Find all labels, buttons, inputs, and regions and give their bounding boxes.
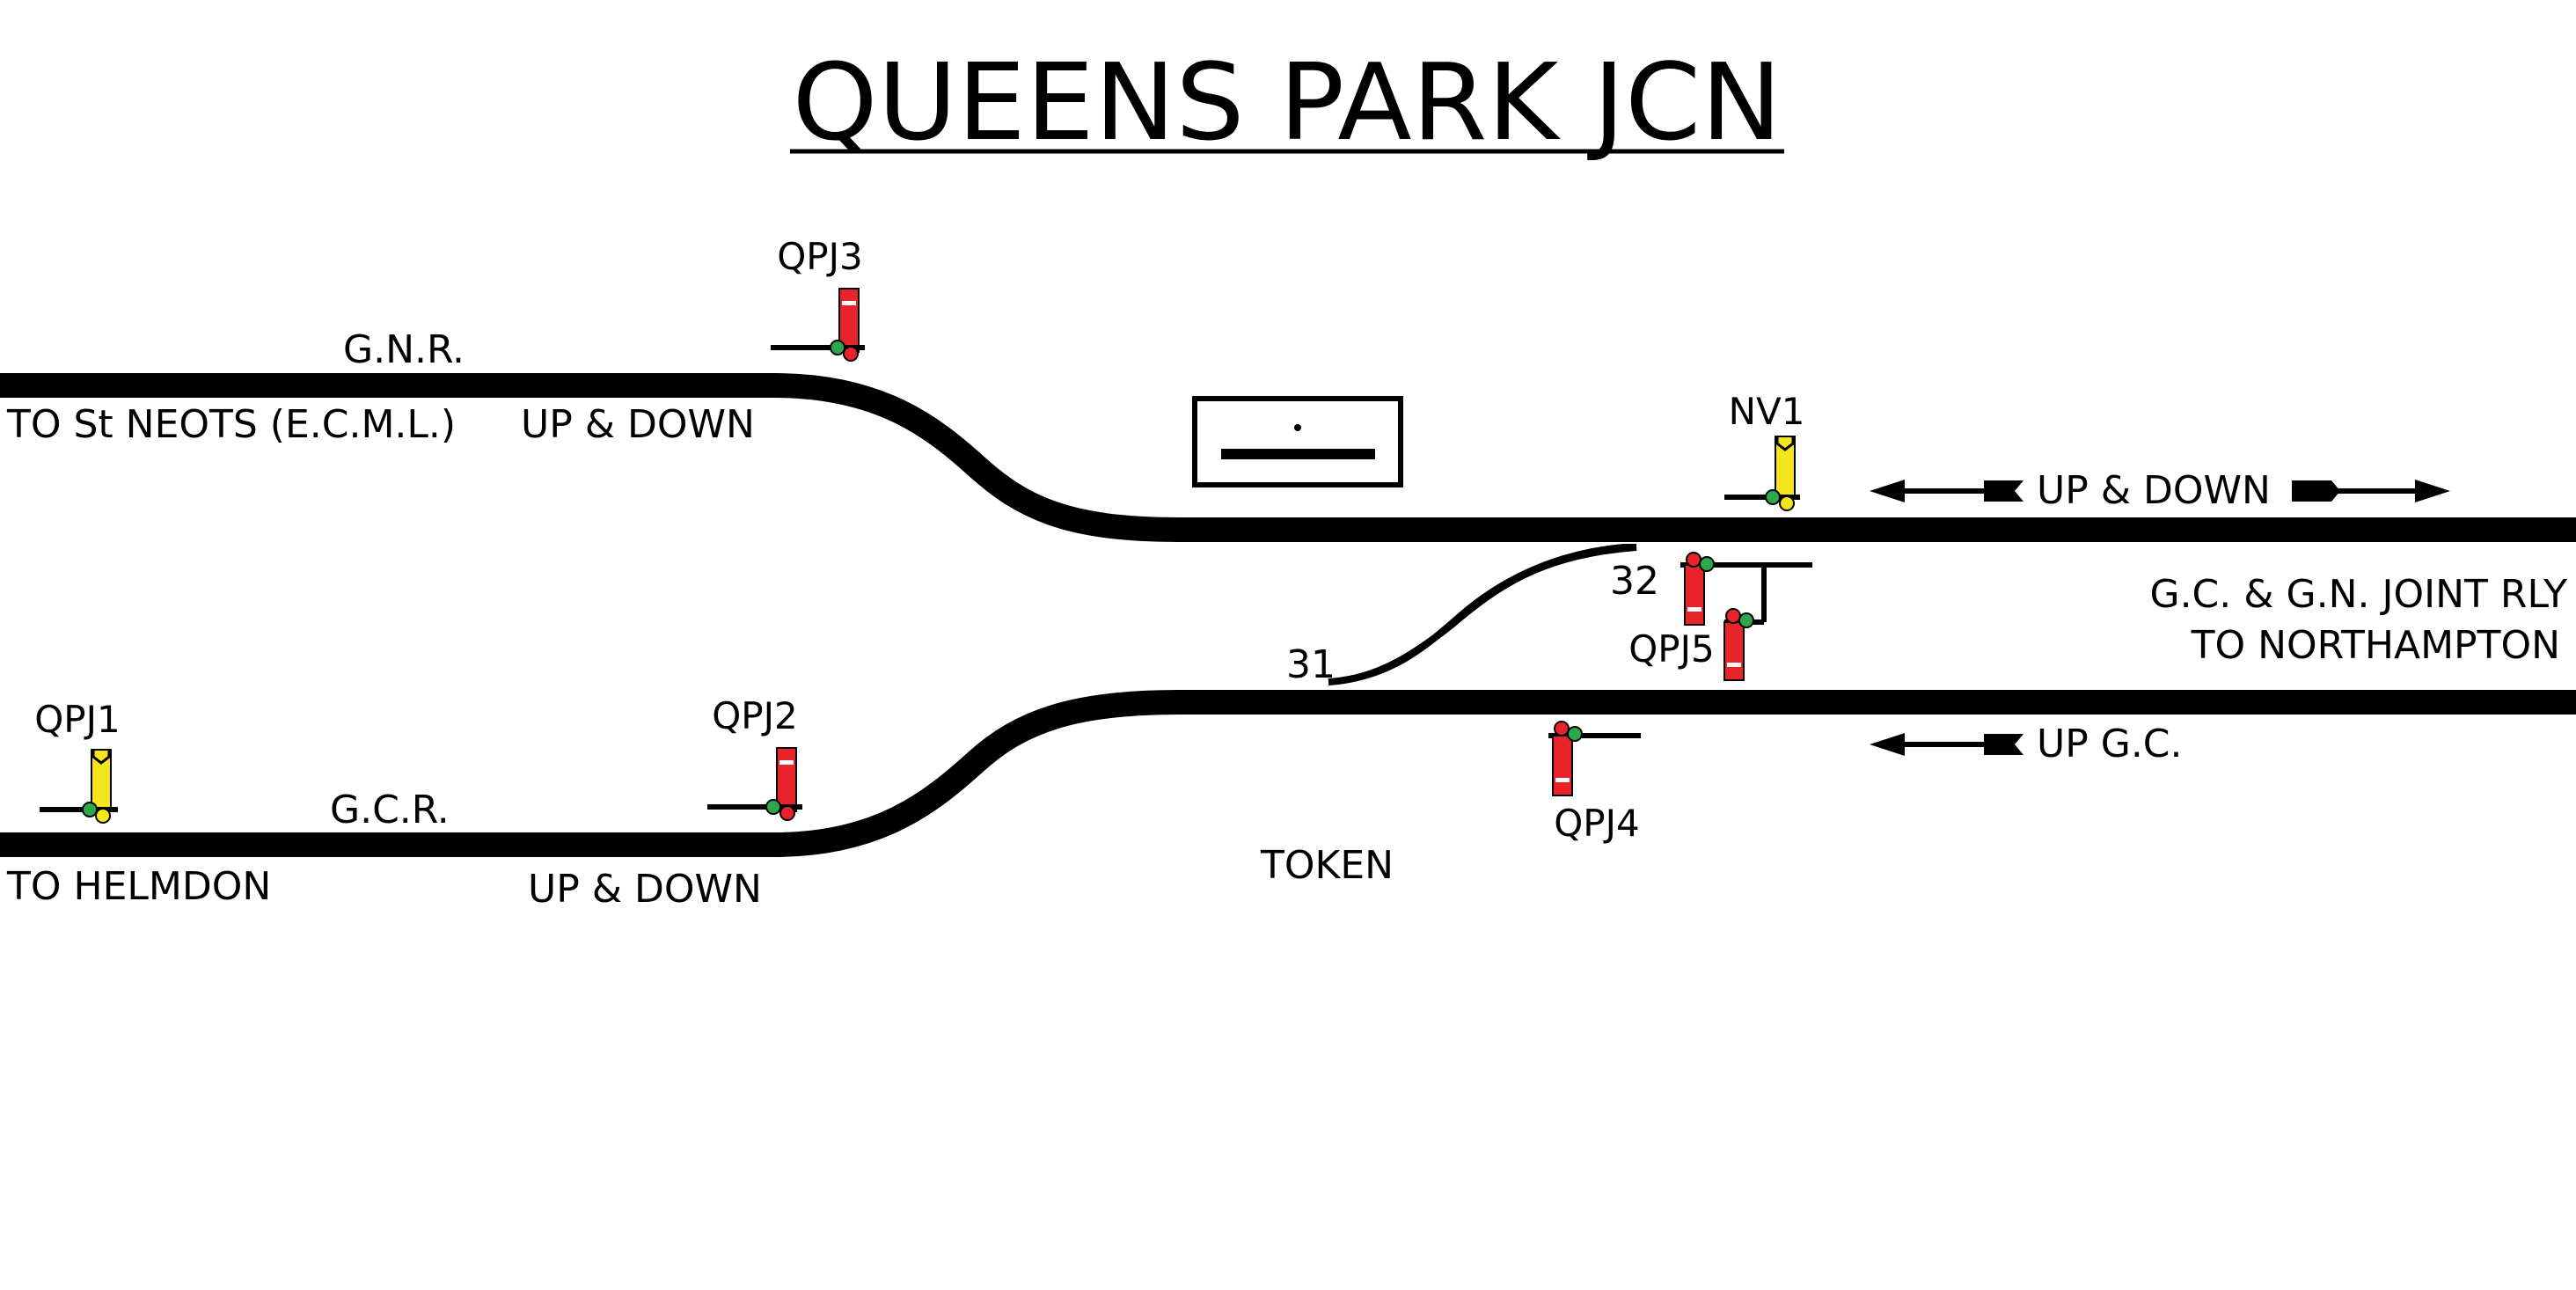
signal-qpj2: QPJ2 bbox=[707, 694, 802, 821]
home-signal-icon bbox=[1680, 552, 1812, 681]
signal-qpj5-label: QPJ5 bbox=[1628, 627, 1715, 671]
label-gnr: G.N.R. bbox=[343, 327, 465, 372]
signal-qpj4-label: QPJ4 bbox=[1554, 802, 1640, 845]
home-signal-icon bbox=[771, 288, 865, 362]
signal-qpj1-label: QPJ1 bbox=[34, 698, 121, 741]
distant-signal-icon bbox=[1724, 436, 1800, 511]
label-token: TOKEN bbox=[1260, 843, 1394, 888]
label-up-down-right: UP & DOWN bbox=[2037, 468, 2271, 513]
label-up-gc: UP G.C. bbox=[2037, 722, 2183, 766]
label-to-helmdon: TO HELMDON bbox=[6, 864, 271, 909]
signal-nv1: NV1 bbox=[1724, 390, 1805, 511]
signal-qpj5: QPJ5 bbox=[1628, 552, 1812, 681]
track-gcr bbox=[0, 690, 2576, 857]
signal-qpj3-label: QPJ3 bbox=[777, 235, 863, 278]
signal-qpj4: QPJ4 bbox=[1548, 721, 1641, 845]
tracks bbox=[0, 373, 2576, 857]
signal-nv1-label: NV1 bbox=[1729, 390, 1805, 433]
diagram-title: QUEENS PARK JCN bbox=[793, 42, 1782, 165]
label-to-st-neots: TO St NEOTS (E.C.M.L.) bbox=[6, 402, 456, 447]
home-signal-icon bbox=[707, 747, 802, 821]
label-up-down-bottom: UP & DOWN bbox=[528, 867, 762, 912]
signal-qpj2-label: QPJ2 bbox=[712, 694, 798, 737]
home-signal-icon bbox=[1548, 721, 1641, 796]
signal-box-icon bbox=[1192, 396, 1403, 487]
track-gnr bbox=[0, 373, 2576, 542]
arrow-up-down-left bbox=[1870, 480, 2023, 502]
arrow-up-down-right bbox=[2292, 480, 2450, 502]
arrow-up-gc bbox=[1870, 733, 2023, 756]
signal-qpj3: QPJ3 bbox=[771, 235, 865, 362]
label-gcr: G.C.R. bbox=[330, 788, 450, 832]
direction-arrows bbox=[1870, 480, 2450, 756]
signal-qpj1: QPJ1 bbox=[34, 698, 121, 824]
crossover-31-32 bbox=[1328, 544, 1637, 685]
label-joint-rly: G.C. & G.N. JOINT RLY bbox=[2149, 572, 2567, 617]
label-up-down-top: UP & DOWN bbox=[521, 402, 755, 447]
label-points-31: 31 bbox=[1286, 642, 1336, 687]
label-to-northampton: TO NORTHAMPTON bbox=[2191, 623, 2560, 668]
distant-signal-icon bbox=[40, 749, 118, 824]
label-points-32: 32 bbox=[1610, 559, 1659, 604]
